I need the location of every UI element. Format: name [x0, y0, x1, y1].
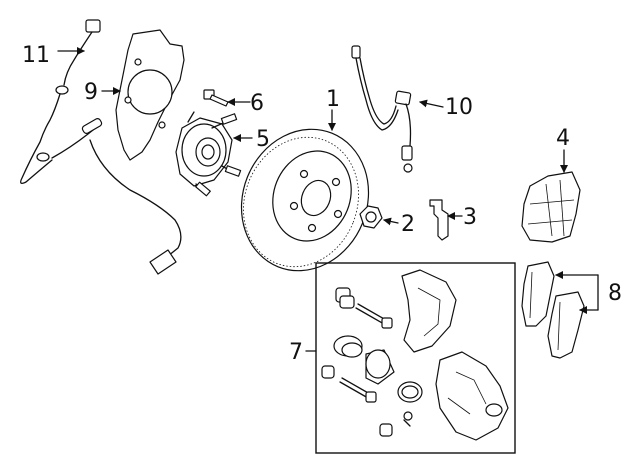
nut-part-2: [359, 205, 383, 229]
brake-rotor-part-1: [240, 128, 370, 272]
callout-6: 6: [250, 91, 264, 116]
callout-7: 7: [289, 340, 303, 365]
callout-10: 10: [445, 95, 473, 120]
callout-11: 11: [22, 43, 50, 68]
caliper-kit-box-part-7: [315, 262, 516, 454]
callout-4: 4: [556, 126, 570, 151]
hub-bearing-part-5: [175, 111, 242, 197]
leader-lines: [57, 47, 599, 352]
callout-3: 3: [463, 205, 477, 230]
callout-8: 8: [608, 281, 622, 306]
bolt-part-6: [203, 89, 229, 107]
callout-2: 2: [401, 212, 415, 237]
caliper-part-4: [521, 171, 581, 243]
bracket-clip-part-3: [429, 199, 449, 241]
callout-9: 9: [84, 80, 98, 105]
callout-5: 5: [256, 127, 270, 152]
callout-1: 1: [326, 87, 340, 112]
callout-labels: 11 9 1 10 6 5 4 2 3 8 7: [22, 43, 622, 365]
abs-sensor-part-11: [20, 19, 182, 275]
brake-pads-part-8: [521, 261, 585, 359]
splash-shield-part-9: [115, 29, 185, 161]
brake-hose-part-10: [351, 45, 413, 173]
